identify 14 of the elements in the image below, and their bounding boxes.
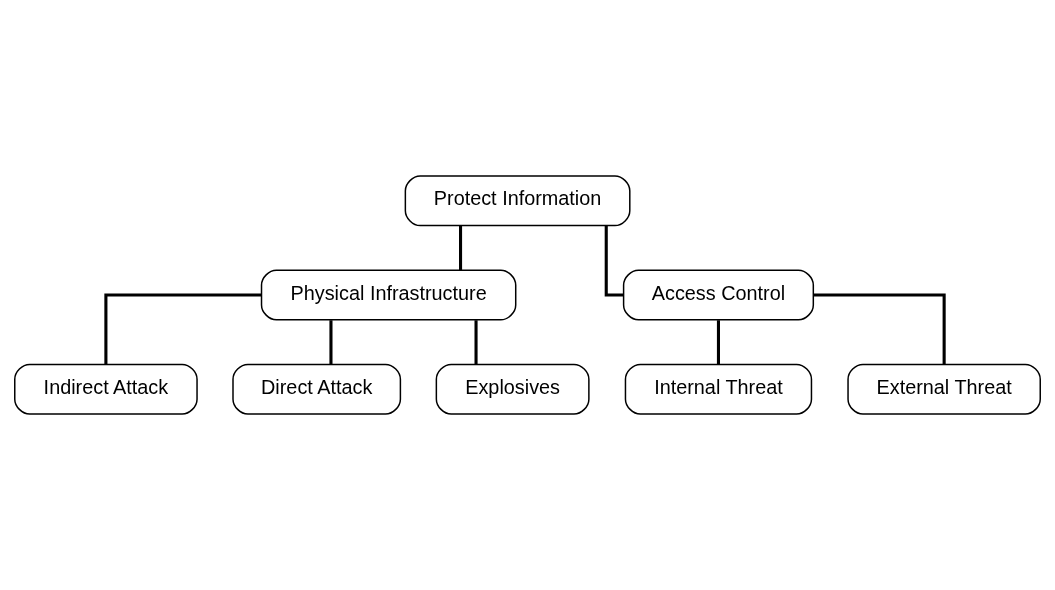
node-box: External Threat <box>847 363 1041 415</box>
connector <box>813 293 946 364</box>
node-box: Internal Threat <box>624 363 813 415</box>
node-box: Protect Information <box>404 175 631 227</box>
node-box: Indirect Attack <box>14 363 198 415</box>
connector <box>459 226 463 270</box>
connector <box>474 320 478 365</box>
node-box: Physical Infrastructure <box>260 269 517 321</box>
connector <box>104 293 262 364</box>
node-box: Direct Attack <box>232 363 402 415</box>
connector <box>716 320 720 365</box>
node-box: Explosives <box>435 363 590 415</box>
connector <box>329 320 333 365</box>
node-box: Access Control <box>622 269 815 321</box>
